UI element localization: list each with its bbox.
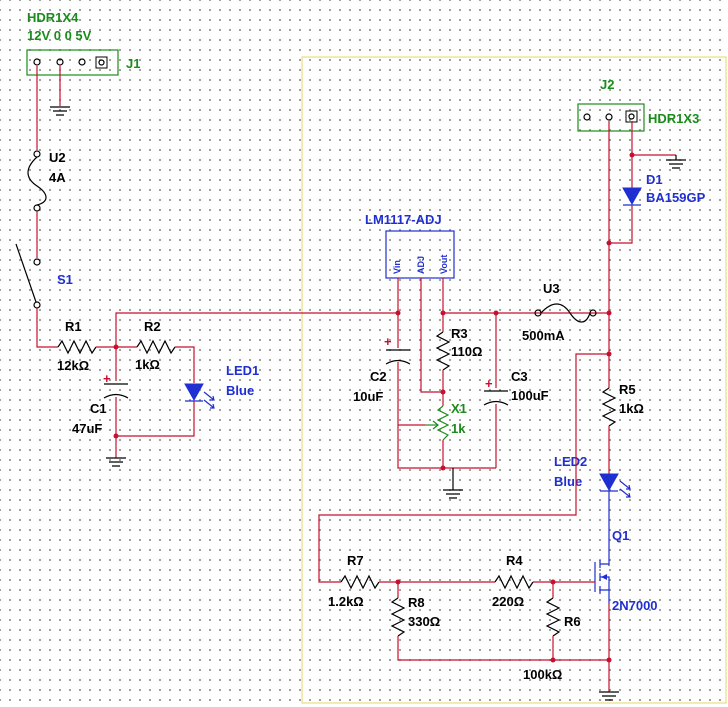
regulator-pin-adj: ADJ (416, 256, 426, 274)
u3-ref-label: U3 (543, 281, 560, 296)
resistor-r7[interactable] (340, 574, 380, 590)
resistor-r6[interactable] (545, 597, 561, 637)
wire-adj (420, 278, 441, 393)
r4-ref-label: R4 (506, 553, 523, 568)
junction-u3-rail (606, 310, 612, 316)
junction-vin (395, 310, 401, 316)
capacitor-c3[interactable] (483, 390, 509, 406)
ground-symbol-mid (443, 489, 463, 499)
ground-symbol-j1 (50, 66, 70, 116)
j2-ref-label: J2 (600, 77, 614, 92)
c3-polarity-mark: + (485, 376, 493, 391)
fuse-u2[interactable] (27, 150, 47, 212)
wire-c2-bottom (397, 362, 496, 469)
j1-pins-label: 12V 0 0 5V (27, 28, 92, 43)
resistor-r3[interactable] (435, 331, 451, 371)
capacitor-c1[interactable] (103, 383, 129, 399)
r3-value-label: 110Ω (451, 344, 482, 359)
c3-ref-label: C3 (511, 369, 528, 384)
x1-value-label: 1k (451, 421, 466, 436)
r7-ref-label: R7 (347, 553, 364, 568)
r6-value-label: 100kΩ (523, 667, 562, 682)
r4-value-label: 220Ω (492, 594, 524, 609)
wire-d1-bottom (609, 205, 633, 244)
junction-c1 (113, 433, 119, 439)
potentiometer-x1[interactable] (425, 405, 450, 441)
j2-header[interactable] (577, 103, 645, 132)
c1-value-label: 47uF (72, 421, 102, 436)
c3-value-label: 100uF (511, 388, 549, 403)
led2-color-label: Blue (554, 474, 582, 489)
j2-model-label: HDR1X3 (648, 111, 699, 126)
resistor-r1[interactable] (57, 339, 97, 355)
r5-value-label: 1kΩ (619, 401, 644, 416)
led2-ref-label: LED2 (554, 454, 587, 469)
c2-polarity-mark: + (384, 334, 392, 349)
c1-polarity-mark: + (103, 371, 111, 386)
s1-ref-label: S1 (57, 272, 73, 287)
u2-ref-label: U2 (49, 150, 66, 165)
u2-value-label: 4A (49, 170, 66, 185)
c1-ref-label: C1 (90, 401, 107, 416)
c2-value-label: 10uF (353, 389, 383, 404)
r1-ref-label: R1 (65, 319, 82, 334)
j1-header[interactable] (26, 49, 119, 76)
regulator-pin-vin: Vin (392, 260, 402, 274)
d1-ref-label: D1 (646, 172, 663, 187)
q1-model-label: 2N7000 (612, 598, 658, 613)
u3-value-label: 500mA (522, 328, 565, 343)
resistor-r8[interactable] (390, 597, 406, 637)
ground-symbol-j2 (666, 155, 686, 169)
regulator-model-label: LM1117-ADJ (365, 212, 442, 227)
r2-ref-label: R2 (144, 319, 161, 334)
led1-color-label: Blue (226, 383, 254, 398)
j1-ref-label: J1 (126, 56, 140, 71)
d1-model-label: BA159GP (646, 190, 706, 205)
wire-switch-r1 (36, 308, 58, 348)
switch-s1[interactable] (15, 243, 41, 309)
r1-value-label: 12kΩ (57, 358, 89, 373)
x1-ref-label: X1 (451, 401, 467, 416)
ground-symbol-q1 (599, 691, 619, 701)
junction-d1-rail (606, 240, 612, 246)
resistor-r2[interactable] (136, 339, 176, 355)
r8-value-label: 330Ω (408, 614, 440, 629)
led2-diode[interactable] (599, 473, 631, 498)
r6-ref-label: R6 (564, 614, 581, 629)
capacitor-c2[interactable] (385, 349, 411, 365)
q1-ref-label: Q1 (612, 528, 629, 543)
ground-symbol-c1 (106, 457, 126, 467)
wire-r2-led1 (175, 346, 195, 383)
led1-ref-label: LED1 (226, 363, 259, 378)
junction-c3 (493, 310, 499, 316)
wire-input-rail (115, 312, 398, 347)
r8-ref-label: R8 (408, 595, 425, 610)
regulator-pin-vout: Vout (439, 255, 449, 274)
regulator-lm1117[interactable] (385, 230, 455, 279)
wire-feedback (318, 353, 609, 583)
r2-value-label: 1kΩ (135, 357, 160, 372)
junction-q1-gnd (606, 657, 612, 663)
junction-r6-gnd (550, 657, 556, 663)
junction-gnd-mid (440, 465, 446, 471)
resistor-r5[interactable] (601, 387, 617, 427)
wire-j2-gnd (631, 121, 676, 156)
r5-ref-label: R5 (619, 382, 636, 397)
mosfet-q1[interactable] (594, 560, 610, 604)
resistor-r4[interactable] (494, 574, 534, 590)
c2-ref-label: C2 (370, 369, 387, 384)
fuse-u3[interactable] (534, 303, 597, 323)
r7-value-label: 1.2kΩ (328, 594, 364, 609)
led1-diode[interactable] (184, 383, 215, 409)
diode-d1[interactable] (622, 187, 642, 206)
wire-led1-return (116, 401, 195, 437)
subcircuit-boundary (301, 56, 727, 704)
j1-model-label: HDR1X4 (27, 10, 79, 25)
junction-adj (440, 389, 446, 395)
r3-ref-label: R3 (451, 326, 468, 341)
wire-r8-bottom (397, 636, 609, 661)
